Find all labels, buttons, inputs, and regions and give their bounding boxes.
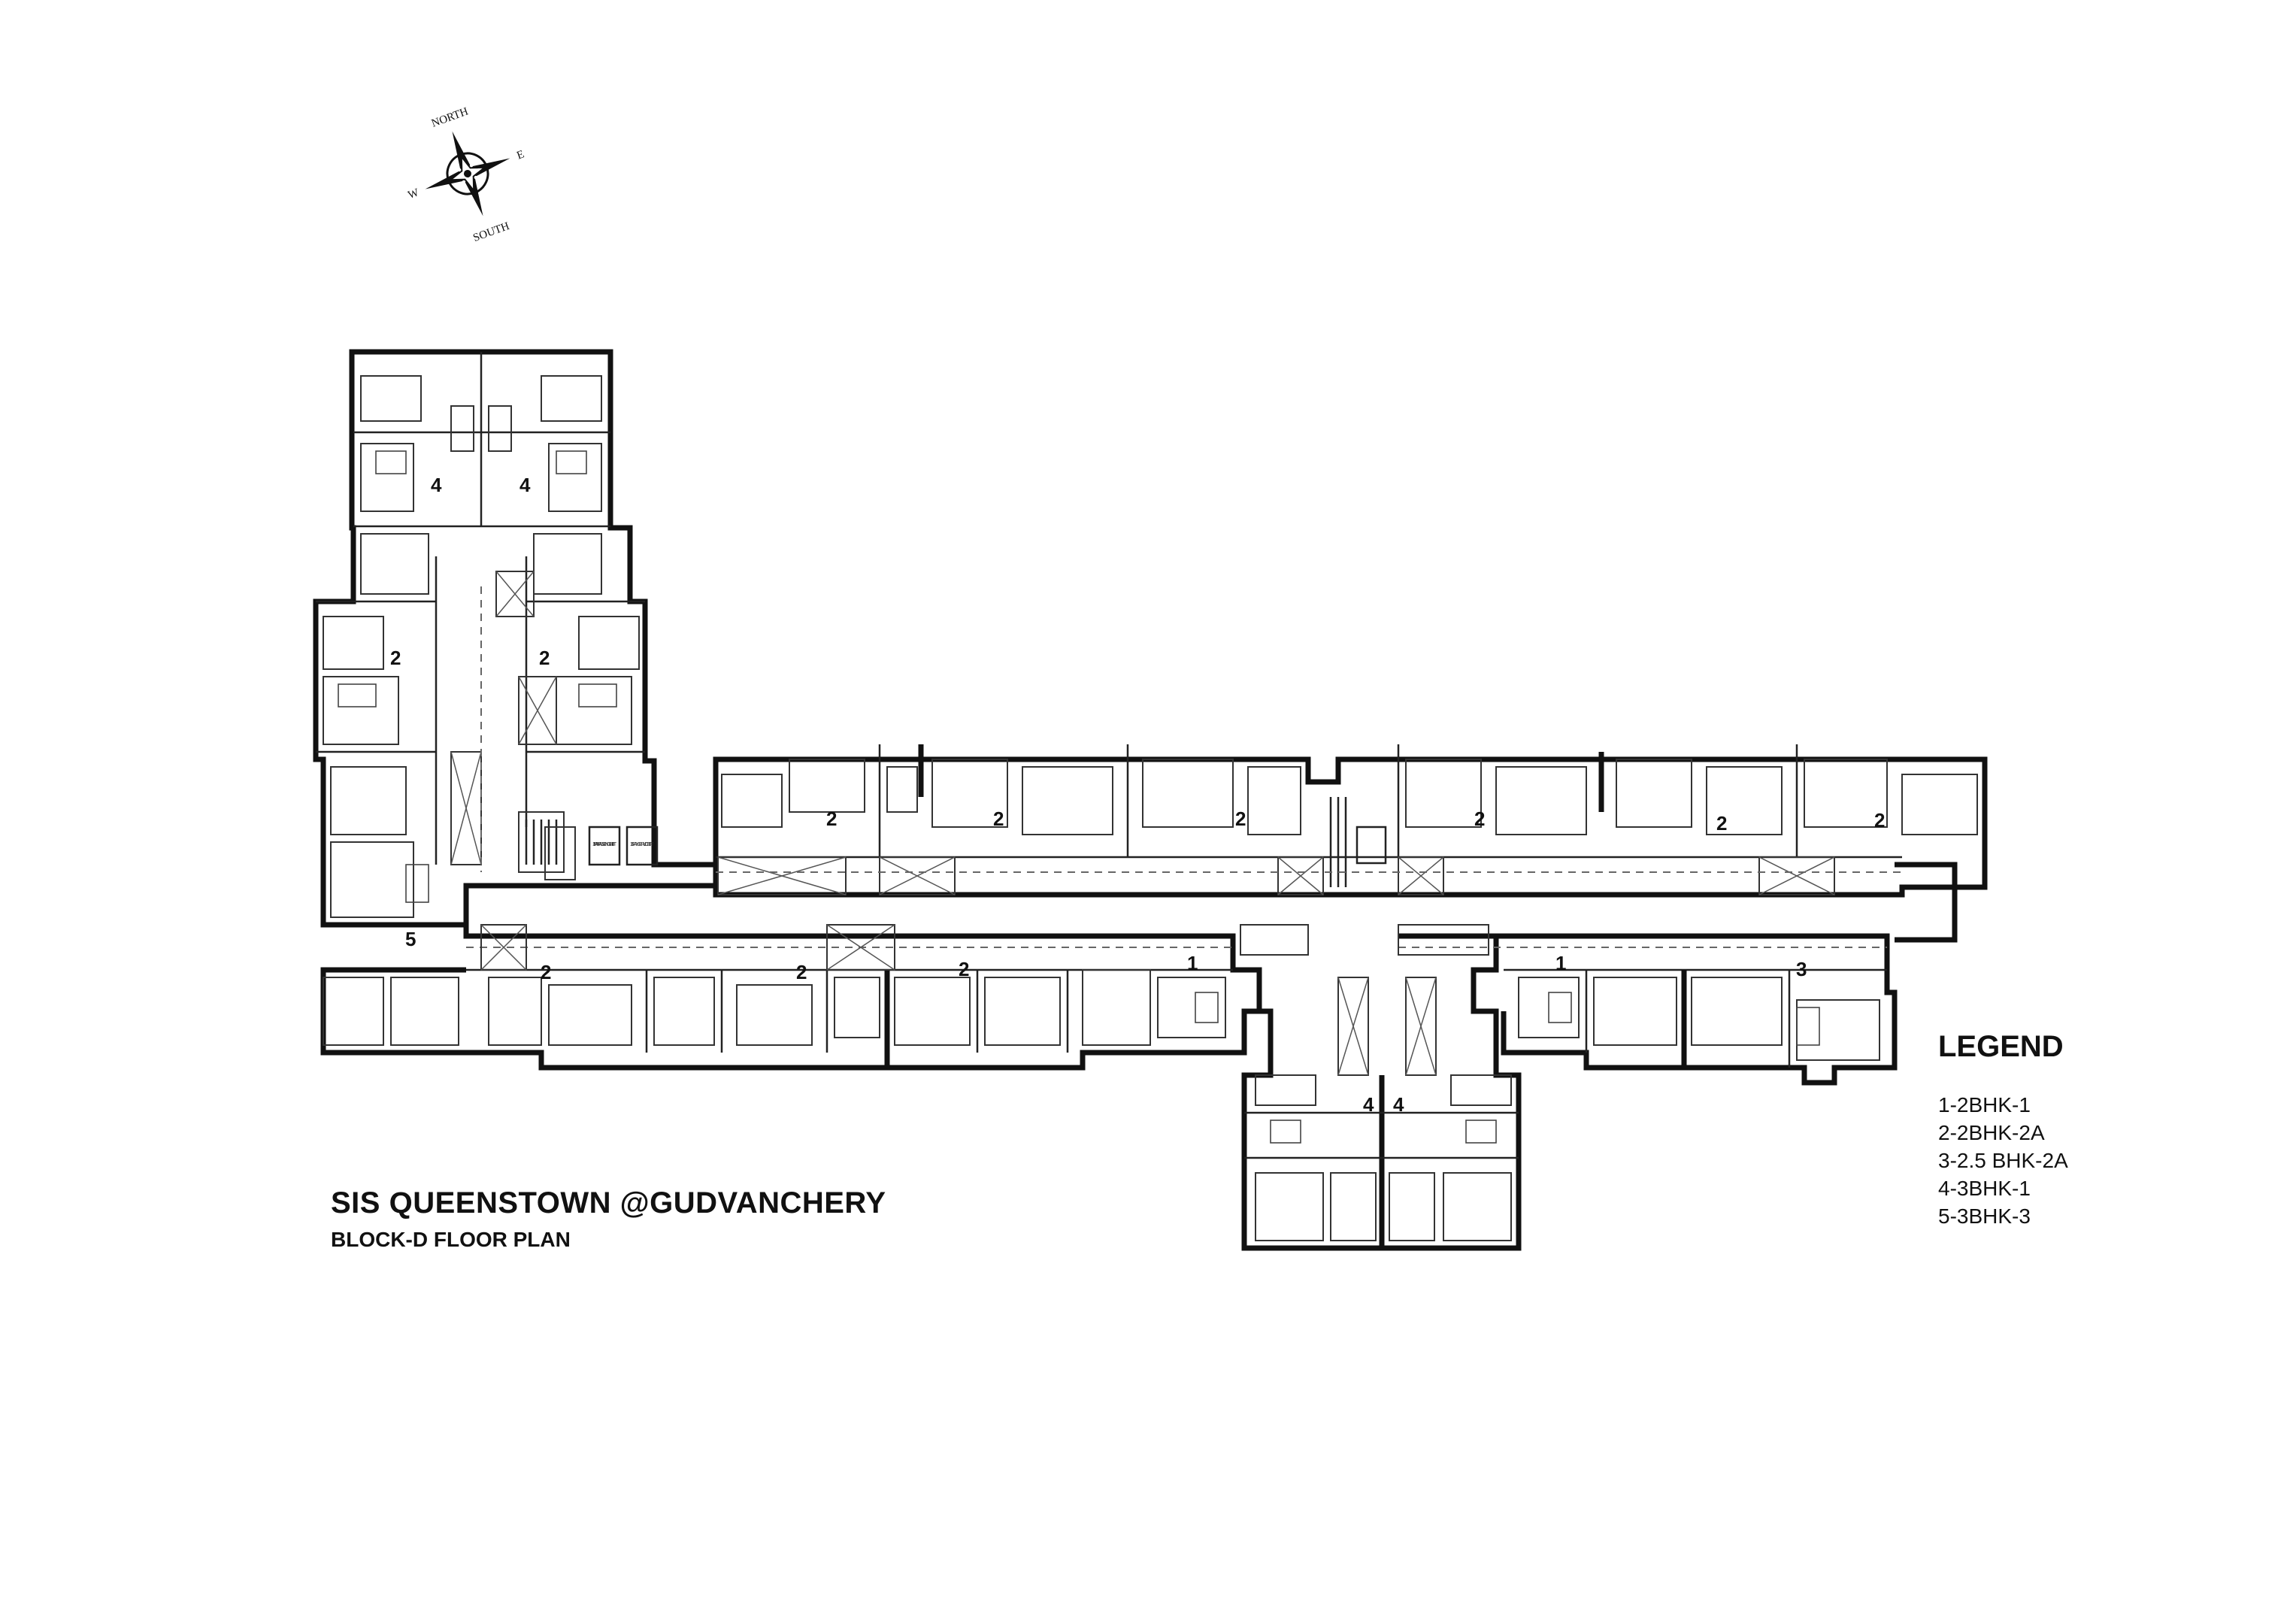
passenger-lift-label: 16 PAX PASSENGER LIFT xyxy=(592,842,617,847)
unit-label: 5 xyxy=(405,928,416,950)
unit-label: 2 xyxy=(993,807,1004,830)
legend-item: 5-3BHK-3 xyxy=(1938,1204,2031,1228)
furniture-markings xyxy=(338,450,1820,1144)
unit-label: 2 xyxy=(1874,809,1885,832)
compass-east-label: E xyxy=(515,148,526,162)
unit-label: 1 xyxy=(1555,952,1566,974)
plan-subtitle: BLOCK-D FLOOR PLAN xyxy=(331,1228,571,1251)
service-lift-label: 16 PAX SERVICE LIFT xyxy=(630,842,655,847)
legend: LEGEND 1-2BHK-1 2-2BHK-2A 3-2.5 BHK-2A 4… xyxy=(1938,1030,2068,1230)
compass-north-label: NORTH xyxy=(430,105,470,129)
legend-list: 1-2BHK-1 2-2BHK-2A 3-2.5 BHK-2A 4-3BHK-1… xyxy=(1938,1091,2068,1230)
unit-label: 2 xyxy=(1235,807,1246,830)
unit-label: 2 xyxy=(959,958,969,980)
unit-label: 2 xyxy=(796,961,807,983)
unit-label: 2 xyxy=(1716,812,1727,835)
compass-west-label: W xyxy=(407,186,422,201)
compass-rose: NORTH SOUTH E W xyxy=(407,105,526,244)
room-partitions: 16 PAX PASSENGER LIFT 16 PAX SERVICE LIF… xyxy=(316,352,1978,1248)
building-outline xyxy=(313,349,1988,1251)
legend-item: 1-2BHK-1 xyxy=(1938,1093,2031,1116)
title-block: SIS QUEENSTOWN @GUDVANCHERY BLOCK-D FLOO… xyxy=(331,1186,886,1252)
compass-south-label: SOUTH xyxy=(471,220,511,244)
legend-item: 4-3BHK-1 xyxy=(1938,1177,2031,1200)
unit-label: 2 xyxy=(1474,807,1485,830)
legend-title: LEGEND xyxy=(1938,1030,2064,1063)
unit-label: 4 xyxy=(431,474,442,496)
unit-labels: 4 4 2 2 5 2 2 2 2 2 2 2 2 2 1 1 3 4 4 xyxy=(390,474,1885,1116)
unit-label: 2 xyxy=(390,647,401,669)
unit-label: 3 xyxy=(1796,958,1807,980)
unit-label: 2 xyxy=(826,807,837,830)
unit-label: 4 xyxy=(519,474,531,496)
legend-item: 2-2BHK-2A xyxy=(1938,1121,2045,1144)
plan-title: SIS QUEENSTOWN @GUDVANCHERY xyxy=(331,1186,886,1220)
unit-label: 2 xyxy=(539,647,550,669)
unit-label: 2 xyxy=(541,961,551,983)
legend-item: 3-2.5 BHK-2A xyxy=(1938,1149,2068,1172)
unit-label: 1 xyxy=(1187,952,1198,974)
unit-label: 4 xyxy=(1363,1093,1374,1116)
unit-label: 4 xyxy=(1393,1093,1404,1116)
